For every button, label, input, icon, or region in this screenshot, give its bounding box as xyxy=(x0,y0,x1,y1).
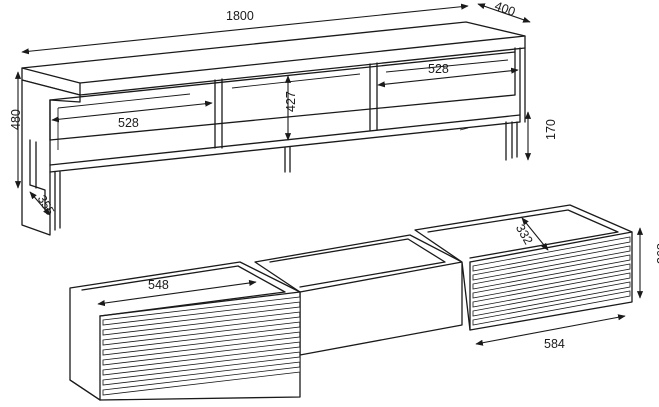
tv-stand-body xyxy=(21,21,526,236)
dim-leg-height: 170 xyxy=(544,119,558,140)
dim-overall-height: 480 xyxy=(9,109,23,130)
dim-drawer-front-width: 584 xyxy=(544,337,565,351)
dim-drawer-height: 268 xyxy=(655,243,659,264)
dim-overall-width: 1800 xyxy=(226,9,254,23)
dim-shelf-width-right: 528 xyxy=(428,62,449,76)
right-drawer-slats xyxy=(472,236,631,326)
dim-shelf-width-left: 528 xyxy=(118,116,139,130)
dim-shelf-height: 427 xyxy=(284,91,298,112)
dim-drawer-inner-width: 548 xyxy=(148,278,169,292)
